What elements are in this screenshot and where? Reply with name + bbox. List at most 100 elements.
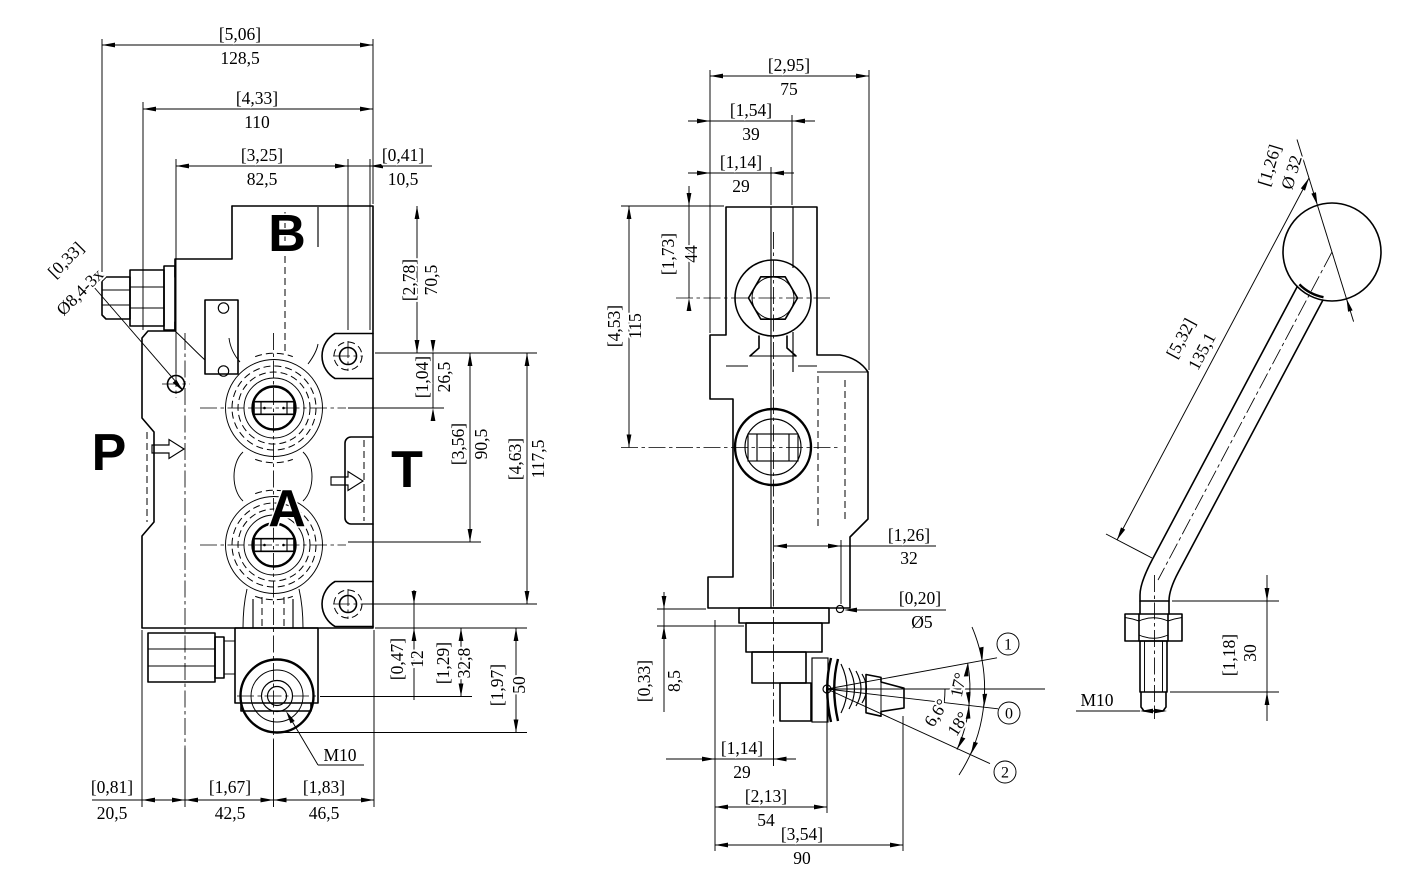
medium-line [840,663,848,714]
arrowhead [686,193,692,206]
arrowhead [467,353,473,366]
arrowhead [686,298,692,311]
arrowhead [143,106,156,112]
outline-path [1139,285,1299,615]
dim-front-total-width-inch: [5,06] [219,24,261,44]
outline-path [751,651,807,684]
dim-side-face-to-rear-inch: [1,54] [730,100,772,120]
dim-side-edge-to-axis-mm: 29 [733,762,751,782]
front-mounting-holes [162,341,363,619]
thin-line [1296,139,1355,322]
front-side-fitting [101,265,176,331]
arrowhead [1140,708,1153,714]
dim-front-total-width-mm: 128,5 [220,48,260,68]
outline-path [163,265,176,331]
dim-side-edge-to-pivot-inch: [2,13] [745,786,787,806]
arrowhead [458,628,464,641]
dim-lever-thread-length-mm: 30 [1240,644,1260,662]
dim-front-hole-to-spool-a-inch: [3,56] [448,423,468,465]
dim-front-hole-edge-inch: [0,41] [382,145,424,165]
medium-line [217,365,230,377]
outline-path [101,276,131,320]
outline-path [174,205,233,278]
callout-front-m10-text: M10 [323,745,356,765]
arrowhead [1154,708,1167,714]
medium-line [811,657,829,723]
dim-side-edge-to-lever-mm: 90 [793,848,811,868]
dim-side-top-to-screw-mm: 44 [681,245,701,263]
arrowhead [458,683,464,697]
arrowhead [792,118,805,124]
arrowhead [710,73,723,79]
lever-position-fan: 1 0 2 17° 6,6° 18° [826,626,1045,784]
side-spool-end [733,407,813,487]
dim-front-hole-spacing-inch: [3,25] [241,145,283,165]
port-label-p: P [92,424,127,482]
arrowhead [286,711,295,724]
centerline [1157,251,1333,581]
outline-path [147,632,216,683]
medium-line [744,418,802,476]
dim-front-hole-spacing-mm: 82,5 [247,169,278,189]
outline-path [214,636,225,679]
thin-line [92,285,184,391]
arrowhead [411,628,417,641]
arrowhead [1346,298,1353,312]
dim-front-hole-to-spool-b-mm: 26,5 [434,361,454,392]
thin-line [1105,533,1153,559]
arrowhead [979,646,984,661]
arrowhead [335,163,348,169]
dim-side-edge-to-pivot-mm: 54 [757,810,775,830]
dim-side-axis-to-pin-inch: [1,26] [888,525,930,545]
arrowhead [966,691,971,706]
front-retaining-plate [174,299,239,377]
hidden-line [255,595,293,601]
arrowhead [702,756,715,762]
thin-line [288,715,319,766]
arrowhead [414,340,420,353]
thin-line [233,451,244,502]
arrowhead [965,705,971,719]
callout-pin-hole-inch: [0,20] [899,588,941,608]
thin-line [826,688,991,765]
dim-side-bottom-step-mm: 8,5 [664,670,684,692]
port-label-a: A [268,480,306,538]
dim-front-bottom-to-relief-mm: 32,8 [454,647,474,678]
side-body-outline [707,206,869,609]
dim-front-stud-to-edge-inch: [1,83] [303,777,345,797]
dim-front-bottom-height-inch: [1,97] [487,664,507,706]
arrowhead [361,797,374,803]
outline-path [1140,691,1167,712]
thin-line [1116,177,1310,541]
thin-line [242,588,248,629]
lever-position-2: 2 [1001,765,1009,782]
thin-line [1138,617,1169,622]
arrowhead [828,543,841,549]
outline-path [1282,202,1382,302]
lever-outline [1124,202,1382,719]
thin-line [826,657,998,690]
arrowhead [414,206,420,219]
thin-line [996,632,1020,656]
arrowhead [411,591,417,604]
flow-arrow-t [330,470,365,492]
arrowhead [1117,527,1126,540]
outline-path [204,299,239,375]
hidden-line [255,352,293,358]
outline-path [749,335,760,357]
arrowhead [142,797,155,803]
dim-side-total-depth-mm: 75 [780,79,798,99]
arrowhead [844,607,857,613]
medium-line [835,604,845,614]
dim-front-hole-edge-mm: 10,5 [388,169,419,189]
arrowhead [467,529,473,542]
arrowhead [774,543,787,549]
arrowhead [771,170,784,176]
dim-front-edge-to-port-mm: 20,5 [97,803,128,823]
arrowhead [970,741,978,755]
arrowhead [360,42,373,48]
thin-line [302,451,313,502]
medium-line [330,470,365,492]
dim-front-hole-to-bottom-mm: 12 [407,650,427,668]
